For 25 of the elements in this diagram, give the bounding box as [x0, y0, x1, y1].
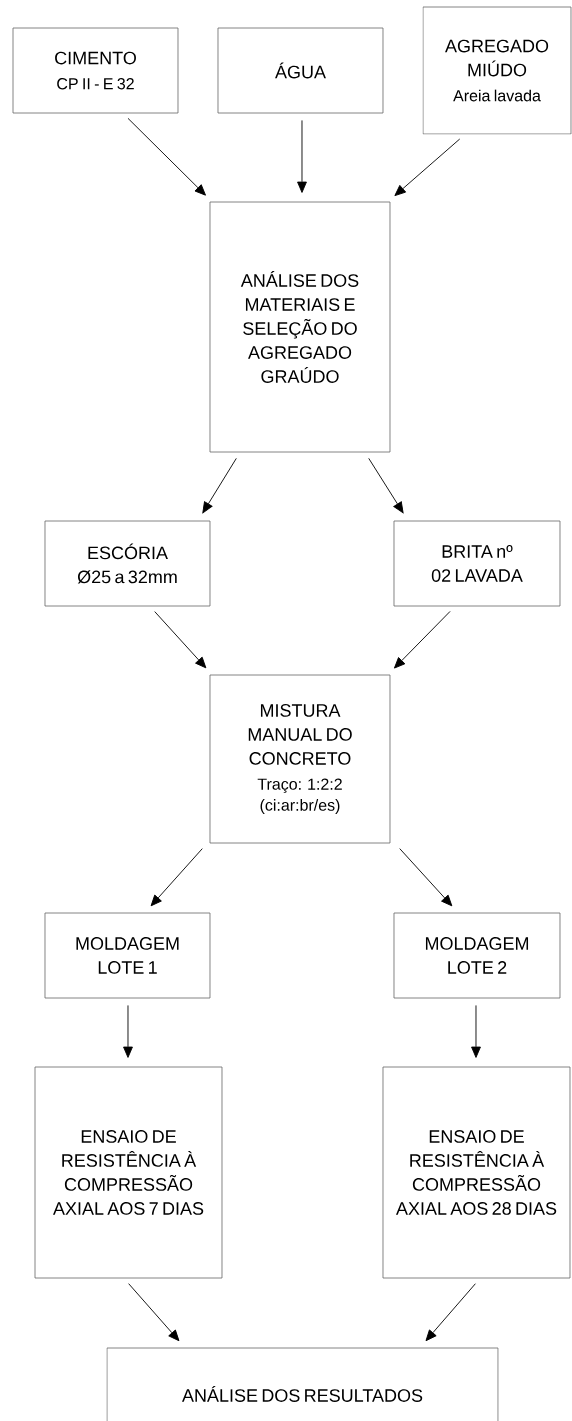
arrow	[368, 457, 404, 514]
process-box: ENSAIO DE RESISTÊNCIA À COMPRESSÃO AXIAL AOS 28 DIAS	[382, 1066, 571, 1279]
arrow	[154, 611, 207, 669]
process-box: ÁGUA	[217, 27, 384, 114]
arrow	[123, 1004, 133, 1058]
process-box: ANÁLISE DOS RESULTADOS	[106, 1347, 499, 1421]
arrow	[471, 1004, 481, 1058]
process-box: MOLDAGEM LOTE 2	[393, 912, 561, 999]
arrow	[425, 1283, 476, 1342]
process-box: AGREGADO MIÚDO Areia lavada	[422, 6, 572, 135]
arrow	[150, 848, 203, 907]
arrow	[297, 119, 307, 193]
arrow	[399, 848, 453, 907]
arrow	[393, 610, 451, 669]
process-box: ENSAIO DE RESISTÊNCIA À COMPRESSÃO AXIAL AOS 7 DIAS	[34, 1066, 223, 1279]
process-box: ESCÓRIA Ø25 a 32mm	[44, 520, 211, 607]
process-box: MISTURA MANUAL DO CONCRETO Traço: 1:2:2 (ci:ar:br/es)	[209, 674, 391, 844]
process-box: BRITA nº 02 LAVADA	[393, 520, 561, 607]
process-box: CIMENTO CP II - E 32	[12, 27, 179, 114]
process-box: ANÁLISE DOS MATERIAIS E SELEÇÃO DO AGREGADO GRAÚDO	[209, 201, 391, 453]
process-box: MOLDAGEM LOTE 1	[44, 912, 211, 999]
arrow	[202, 457, 237, 514]
arrow	[394, 138, 461, 197]
arrow	[127, 117, 206, 196]
arrow	[128, 1283, 180, 1342]
